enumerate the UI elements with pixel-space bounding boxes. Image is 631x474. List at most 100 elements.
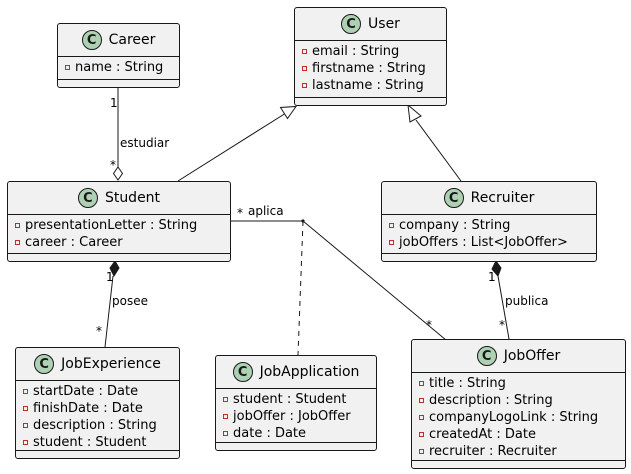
class-badge-icon: C	[81, 30, 102, 50]
composition-diamond-recruiter	[491, 260, 502, 277]
class-name: Student	[104, 190, 161, 206]
private-visibility-icon	[302, 49, 307, 54]
class-header: C JobApplication	[216, 356, 376, 389]
attribute: student : Student	[23, 434, 179, 451]
class-header: C User	[295, 8, 446, 41]
operations-divider	[16, 450, 179, 451]
posee-label: posee	[112, 294, 148, 308]
operations-divider	[58, 79, 179, 80]
attribute: jobOffers : List<JobOffer>	[389, 234, 596, 251]
class-user[interactable]: C User email : String firstname : String…	[294, 7, 447, 106]
attribute-list: company : String jobOffers : List<JobOff…	[382, 215, 596, 251]
attribute: jobOffer : JobOffer	[223, 408, 376, 425]
class-jobapplication[interactable]: C JobApplication student : Student jobOf…	[215, 355, 377, 451]
attribute: description : String	[419, 392, 625, 409]
private-visibility-icon	[23, 440, 28, 445]
aggregation-diamond	[112, 166, 124, 181]
operations-divider	[8, 253, 230, 254]
inheritance-arrow-student	[279, 105, 298, 120]
composition-diamond-student	[109, 260, 120, 278]
recruiter-joboffer-line	[497, 275, 510, 340]
class-name: Recruiter	[470, 190, 535, 206]
operations-divider	[295, 97, 446, 98]
class-header: C Recruiter	[382, 182, 596, 215]
private-visibility-icon	[23, 389, 28, 394]
class-name: JobExperience	[61, 356, 161, 372]
attribute: createdAt : Date	[419, 426, 625, 443]
class-career[interactable]: C Career name : String	[57, 23, 180, 88]
attribute-list: startDate : Date finishDate : Date descr…	[16, 381, 179, 451]
private-visibility-icon	[23, 423, 28, 428]
attribute: lastname : String	[302, 77, 446, 94]
private-visibility-icon	[65, 65, 70, 70]
class-badge-icon: C	[232, 362, 253, 382]
class-badge-icon: C	[77, 188, 98, 208]
class-badge-icon: C	[476, 346, 497, 366]
class-student[interactable]: C Student presentationLetter : String ca…	[7, 181, 231, 262]
posee-jobexperience-multiplicity: *	[96, 324, 102, 338]
attribute: student : Student	[223, 391, 376, 408]
private-visibility-icon	[223, 431, 228, 436]
attribute: company : String	[389, 217, 596, 234]
publica-recruiter-multiplicity: 1	[488, 270, 496, 284]
attribute: career : Career	[15, 234, 230, 251]
aplica-joboffer-multiplicity: *	[426, 318, 432, 332]
attribute: title : String	[419, 375, 625, 392]
attribute-list: student : Student jobOffer : JobOffer da…	[216, 389, 376, 442]
private-visibility-icon	[15, 223, 20, 228]
attribute-list: title : String description : String comp…	[412, 373, 625, 460]
attribute: companyLogoLink : String	[419, 409, 625, 426]
attribute: recruiter : Recruiter	[419, 443, 625, 460]
attribute-list: name : String	[58, 57, 179, 76]
private-visibility-icon	[302, 66, 307, 71]
attribute: firstname : String	[302, 60, 446, 77]
student-user-inheritance-line	[177, 112, 287, 182]
private-visibility-icon	[15, 240, 20, 245]
attribute: finishDate : Date	[23, 400, 179, 417]
private-visibility-icon	[302, 83, 307, 88]
student-jobexperience-line	[104, 275, 114, 348]
private-visibility-icon	[23, 406, 28, 411]
class-header: C Career	[58, 24, 179, 57]
attribute-list: presentationLetter : String career : Car…	[8, 215, 230, 251]
aplica-line-b	[302, 220, 447, 341]
posee-student-multiplicity: 1	[106, 270, 114, 284]
class-badge-icon: C	[34, 354, 55, 374]
private-visibility-icon	[419, 415, 424, 420]
class-header: C JobExperience	[16, 348, 179, 381]
class-name: JobOffer	[503, 348, 561, 364]
class-badge-icon: C	[341, 14, 362, 34]
private-visibility-icon	[419, 381, 424, 386]
class-name: User	[368, 16, 400, 32]
class-joboffer[interactable]: C JobOffer title : String description : …	[411, 339, 626, 469]
recruiter-user-inheritance-line	[415, 119, 462, 182]
private-visibility-icon	[419, 449, 424, 454]
career-multiplicity: 1	[110, 96, 118, 110]
class-jobexperience[interactable]: C JobExperience startDate : Date finishD…	[15, 347, 180, 459]
attribute: email : String	[302, 43, 446, 60]
class-header: C JobOffer	[412, 340, 625, 373]
private-visibility-icon	[223, 414, 228, 419]
publica-joboffer-multiplicity: *	[499, 318, 505, 332]
operations-divider	[216, 442, 376, 443]
estudiar-label: estudiar	[120, 136, 170, 150]
student-multiplicity: *	[110, 158, 116, 172]
attribute: description : String	[23, 417, 179, 434]
inheritance-arrow-recruiter	[407, 103, 422, 123]
class-name: Career	[108, 32, 156, 48]
association-class-dashed-line	[297, 220, 304, 356]
aplica-student-multiplicity: *	[237, 206, 243, 220]
private-visibility-icon	[389, 240, 394, 245]
class-header: C Student	[8, 182, 230, 215]
private-visibility-icon	[389, 223, 394, 228]
class-recruiter[interactable]: C Recruiter company : String jobOffers :…	[381, 181, 597, 262]
attribute: date : Date	[223, 425, 376, 442]
publica-label: publica	[505, 294, 549, 308]
private-visibility-icon	[223, 397, 228, 402]
class-badge-icon: C	[443, 188, 464, 208]
operations-divider	[412, 460, 625, 461]
attribute: startDate : Date	[23, 383, 179, 400]
operations-divider	[382, 253, 596, 254]
attribute: presentationLetter : String	[15, 217, 230, 234]
